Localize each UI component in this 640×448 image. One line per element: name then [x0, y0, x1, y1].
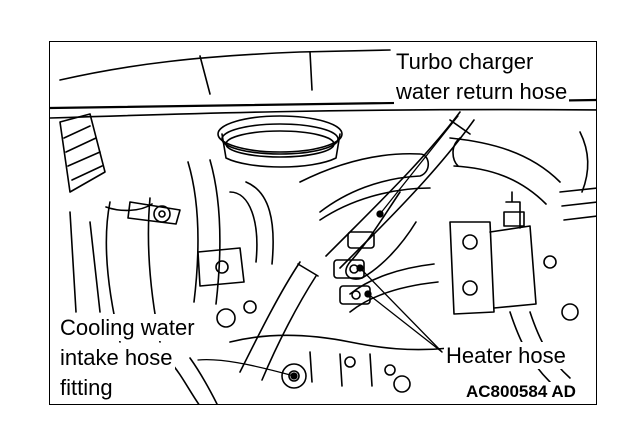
- lower-engine-detail: [169, 334, 451, 404]
- figure-code: AC800584 AD: [464, 382, 578, 402]
- lower-left-frame: [69, 211, 101, 313]
- label-turbo-charger-line2: water return hose: [394, 78, 570, 105]
- engine-bay-illustration: [50, 49, 596, 404]
- leader-turbo: [379, 115, 459, 215]
- leader-cooling: [197, 358, 295, 377]
- hood-panel-outline: [59, 49, 391, 81]
- label-cooling-water-line3: fitting: [58, 374, 115, 401]
- label-heater-hose: Heater hose: [444, 342, 568, 369]
- leader-lines: [197, 115, 459, 380]
- right-upper-hose: [449, 137, 561, 205]
- left-hatched-panel: [59, 113, 106, 193]
- label-cooling-water-line1: Cooling water: [58, 314, 197, 341]
- right-edge-detail: [559, 131, 596, 221]
- mid-left-brackets: [187, 159, 274, 328]
- turbo-intake-ring: [217, 115, 343, 168]
- label-cooling-water-line2: intake hose: [58, 344, 175, 371]
- hood-crease: [199, 51, 313, 95]
- leader-heater-2: [367, 293, 443, 353]
- cooling-intake-pipe: [239, 261, 319, 381]
- label-turbo-charger-line1: Turbo charger: [394, 48, 536, 75]
- leader-heater-1: [359, 267, 443, 353]
- upper-brace-lower: [50, 108, 596, 119]
- diagram-frame: Turbo charger water return hose Heater h…: [49, 41, 597, 405]
- heater-hose-pair: [299, 152, 439, 313]
